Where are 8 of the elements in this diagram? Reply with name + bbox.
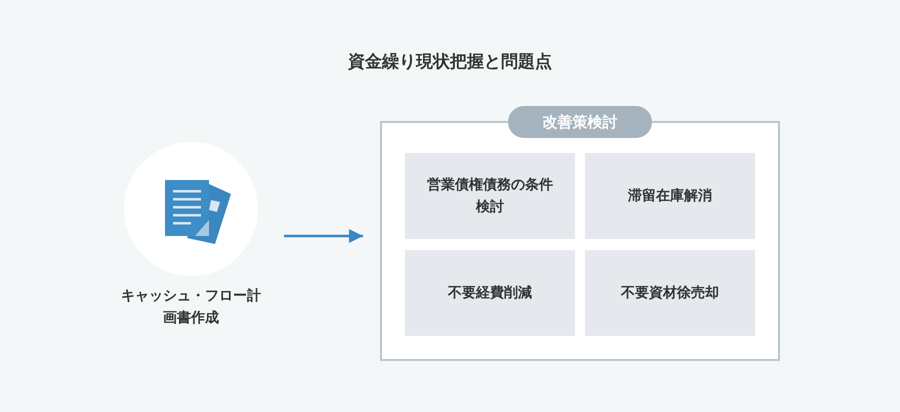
- arrow: [284, 229, 363, 243]
- item-box: 不要経費削減: [405, 250, 575, 336]
- group-tab: 改善策検討: [508, 106, 652, 138]
- item-box: 営業債権債務の条件検討: [405, 153, 575, 239]
- item-box: 滞留在庫解消: [585, 153, 755, 239]
- item-box: 不要資材徐売却: [585, 250, 755, 336]
- node-label: キャッシュ・フロー計画書作成: [120, 287, 262, 328]
- title: 資金繰り現状把握と問題点: [347, 51, 553, 73]
